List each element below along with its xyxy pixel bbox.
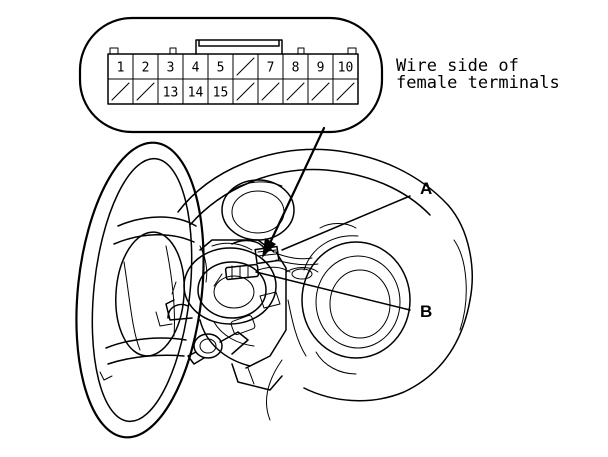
connector-pin: 2 bbox=[132, 53, 159, 80]
pin-number: 9 bbox=[317, 61, 325, 76]
pin-number: 3 bbox=[167, 61, 175, 76]
connector-key-mid bbox=[169, 47, 177, 55]
label-b: B bbox=[420, 302, 432, 321]
connector-pin: 1 bbox=[107, 53, 134, 80]
pin-number: 5 bbox=[217, 61, 225, 76]
pin-empty-slash bbox=[311, 82, 330, 101]
pin-cell bbox=[332, 78, 359, 105]
pin-empty-slash bbox=[111, 82, 130, 101]
connector-pin-empty bbox=[132, 78, 159, 105]
label-b-leader bbox=[255, 271, 411, 311]
pin-empty-slash bbox=[336, 82, 355, 101]
right-gauge-pod bbox=[301, 235, 411, 375]
connector-pin: 5 bbox=[207, 53, 234, 80]
callout-text-line1: Wire side of bbox=[396, 56, 519, 76]
connector-pin: 14 bbox=[182, 78, 209, 105]
connector-pin: 15 bbox=[207, 78, 234, 105]
pin-empty-slash bbox=[261, 82, 280, 101]
connector-key-end bbox=[347, 47, 357, 55]
connector-b bbox=[213, 263, 291, 287]
connector-pin: 9 bbox=[307, 53, 334, 80]
pin-empty-slash bbox=[136, 82, 155, 101]
pin-number: 10 bbox=[338, 61, 354, 76]
steering-wheel bbox=[75, 141, 205, 439]
connector-pin: 4 bbox=[182, 53, 209, 80]
connector-pin: 13 bbox=[157, 78, 184, 105]
pin-number: 7 bbox=[267, 61, 275, 76]
connector-key-right bbox=[297, 47, 305, 55]
pin-number: 13 bbox=[163, 86, 179, 101]
label-a-leader bbox=[281, 195, 411, 251]
connector-pin-empty bbox=[257, 78, 284, 105]
pin-empty-slash bbox=[286, 82, 305, 101]
connector-pin: 10 bbox=[332, 53, 359, 80]
pin-number: 14 bbox=[188, 86, 204, 101]
pin-number: 2 bbox=[142, 61, 150, 76]
left-gauge-pod bbox=[221, 179, 295, 241]
callout-text-line2: female terminals bbox=[396, 73, 560, 93]
connector-latch bbox=[195, 39, 283, 55]
connector-pin-empty bbox=[232, 53, 259, 80]
steering-column bbox=[155, 239, 287, 391]
pin-empty-slash bbox=[236, 82, 255, 101]
connector-pin-grid: 1 2 3 4 5 7 8 9 10 13 14 15 bbox=[107, 53, 359, 105]
pin-number: 4 bbox=[192, 61, 200, 76]
pin-number: 8 bbox=[292, 61, 300, 76]
wire-harness bbox=[199, 245, 319, 283]
connector-pin-empty bbox=[307, 78, 334, 105]
connector-pin-empty bbox=[282, 78, 309, 105]
label-a: A bbox=[420, 179, 432, 198]
connector-pin: 3 bbox=[157, 53, 184, 80]
connector-callout: 1 2 3 4 5 7 8 9 10 13 14 15 bbox=[78, 16, 384, 134]
connector-a bbox=[211, 239, 280, 265]
connector-pin-empty bbox=[107, 78, 134, 105]
connector-pin: 8 bbox=[282, 53, 309, 80]
pin-number: 15 bbox=[213, 86, 229, 101]
pin-empty-slash bbox=[236, 57, 255, 76]
callout-bubble bbox=[78, 16, 384, 134]
connector-pin-empty bbox=[232, 78, 259, 105]
connector-key-left bbox=[109, 47, 119, 55]
connector-pin-empty bbox=[332, 78, 359, 105]
connector-pin: 7 bbox=[257, 53, 284, 80]
pin-number: 1 bbox=[117, 61, 125, 76]
